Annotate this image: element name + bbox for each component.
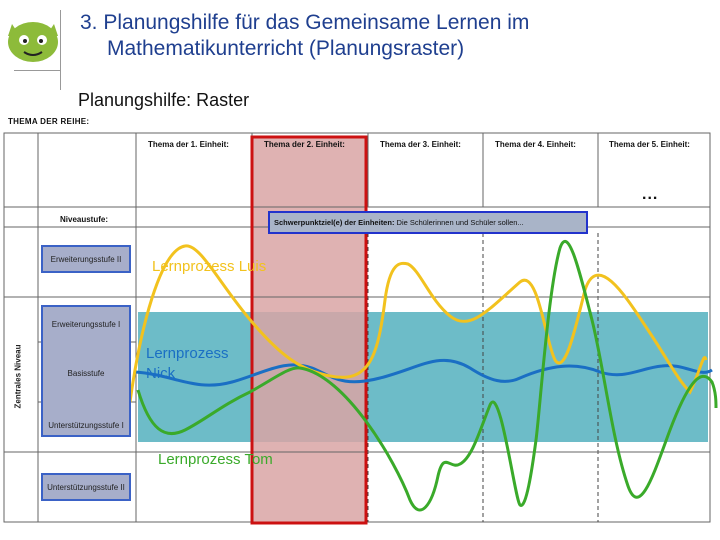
highlight-column-border	[250, 135, 368, 525]
zentrales-niveau-label: Zentrales Niveau	[10, 302, 26, 450]
label-luis: Lernprozess Luis	[152, 258, 267, 275]
unit-header-2: Thema der 2. Einheit:	[264, 140, 345, 149]
central-levels-box	[41, 305, 131, 437]
label-tom: Lernprozess Tom	[158, 451, 273, 468]
schwerpunkt-bold: Schwerpunktziel(e) der Einheiten:	[274, 218, 395, 227]
unit-header-1: Thema der 1. Einheit:	[148, 140, 229, 149]
zentrales-niveau-text: Zentrales Niveau	[13, 343, 23, 409]
curve-nick	[135, 358, 713, 387]
schwerpunkt-text: Die Schülerinnen und Schüler sollen...	[394, 218, 524, 227]
niveau-label: Niveaustufe:	[60, 215, 109, 224]
title-line-1: 3. Planungshilfe für das Gemeinsame Lern…	[80, 11, 530, 34]
curve-tom	[136, 240, 718, 512]
unit-header-4: Thema der 4. Einheit:	[495, 140, 576, 149]
level-basisstufe: Basisstufe	[67, 369, 105, 378]
header-divider-vertical	[60, 10, 61, 90]
unit-header-3: Thema der 3. Einheit:	[380, 140, 461, 149]
label-nick: Lernprozess Nick	[146, 345, 229, 382]
ellipsis: ...	[642, 186, 659, 203]
thema-label: THEMA DER REIHE:	[8, 117, 90, 126]
page-title: 3. Planungshilfe für das Gemeinsame Lern…	[80, 10, 529, 62]
schwerpunkt-box: Schwerpunktziel(e) der Einheiten: Die Sc…	[268, 211, 588, 234]
level-unterstuetzungsstufe-2: Unterstützungsstufe II	[41, 473, 131, 501]
level-erweiterungsstufe-1: Erweiterungsstufe I	[51, 320, 121, 329]
unit-header-5: Thema der 5. Einheit:	[609, 140, 690, 149]
highlight-column	[252, 138, 366, 522]
logo-icon	[8, 22, 58, 62]
level-erweiterungsstufe-2: Erweiterungsstufe II	[41, 245, 131, 273]
title-line-2: Mathematikunterricht (Planungsraster)	[107, 37, 465, 60]
header-divider-horizontal	[14, 70, 60, 71]
level-unterstuetzungsstufe-1: Unterstützungsstufe I	[48, 421, 124, 430]
page-subtitle: Planungshilfe: Raster	[78, 90, 250, 110]
curve-luis	[128, 244, 708, 403]
